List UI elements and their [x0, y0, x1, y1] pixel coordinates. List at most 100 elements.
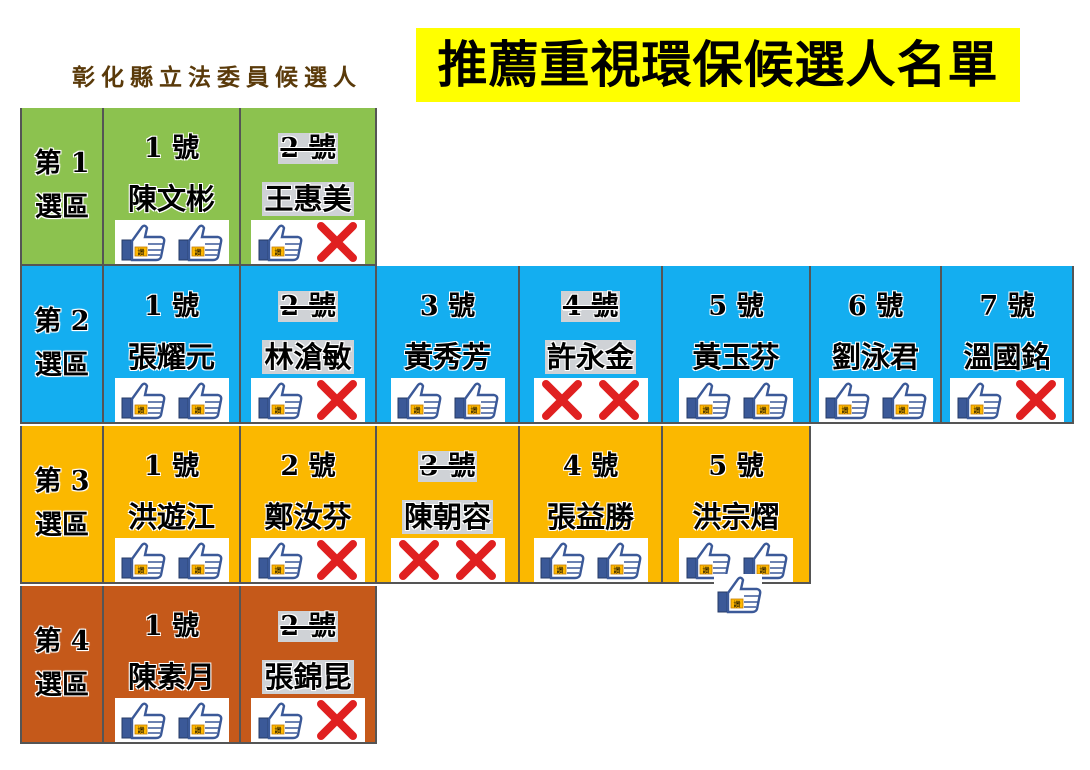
candidate-cell: 5 號黃玉芬讚讚	[663, 266, 811, 424]
candidate-cell: 2 號張錦昆讚	[241, 586, 377, 744]
thumbs-up-icon: 讚	[594, 540, 644, 580]
candidate-cell: 7 號溫國銘讚	[942, 266, 1074, 424]
candidate-name: 張益勝	[546, 500, 634, 534]
candidate-name: 洪遊江	[127, 500, 215, 534]
candidate-name: 洪宗熠	[692, 500, 780, 534]
svg-text:讚: 讚	[614, 566, 621, 575]
svg-text:讚: 讚	[702, 406, 709, 415]
thumbs-up-icon: 讚	[954, 380, 1004, 420]
svg-text:讚: 讚	[138, 566, 145, 575]
candidate-number: 1 號	[143, 133, 200, 164]
thumbs-up-icon: 讚	[118, 380, 168, 420]
district-number: 第 1	[34, 148, 90, 179]
candidate-number: 4 號	[562, 451, 619, 482]
candidate-name: 鄭汝芬	[264, 500, 352, 534]
candidate-cell: 1 號張耀元讚讚	[104, 266, 241, 424]
rating-icons: 讚	[950, 378, 1064, 422]
thumbs-up-icon: 讚	[255, 380, 305, 420]
svg-text:讚: 讚	[274, 248, 281, 257]
thumbs-up-icon: 讚	[118, 700, 168, 740]
thumbs-up-icon: 讚	[822, 380, 872, 420]
thumbs-up-icon: 讚	[175, 700, 225, 740]
candidate-cell: 1 號洪遊江讚讚	[104, 426, 241, 584]
thumbs-up-icon: 讚	[175, 380, 225, 420]
svg-text:讚: 讚	[195, 406, 202, 415]
svg-text:讚: 讚	[973, 406, 980, 415]
candidate-cell: 3 號黃秀芳讚讚	[377, 266, 520, 424]
thumbs-up-icon: 讚	[255, 700, 305, 740]
thumbs-up-icon: 讚	[175, 540, 225, 580]
rating-icons: 讚	[251, 378, 365, 422]
svg-text:讚: 讚	[274, 566, 281, 575]
rating-icons: 讚讚	[114, 378, 229, 422]
rating-icons	[390, 538, 505, 582]
candidate-number: 1 號	[143, 611, 200, 642]
candidate-cell: 1 號陳素月讚讚	[104, 586, 241, 744]
rating-icons	[533, 378, 648, 422]
svg-text:讚: 讚	[557, 566, 564, 575]
rating-icons: 讚讚	[114, 538, 229, 582]
district-number: 第 3	[34, 466, 90, 497]
candidate-name: 陳素月	[127, 660, 215, 694]
candidate-number: 2 號	[278, 611, 338, 642]
page-title: 推薦重視環保候選人名單	[416, 28, 1020, 102]
rating-icons: 讚讚	[679, 378, 793, 422]
thumbs-up-icon: 讚	[683, 540, 733, 580]
rating-icons: 讚讚	[533, 538, 648, 582]
thumbs-up-icon: 讚	[537, 540, 587, 580]
thumbs-up-icon: 讚	[175, 222, 225, 262]
district-number: 第 4	[34, 626, 90, 657]
candidate-number: 3 號	[417, 451, 478, 482]
thumbs-up-icon: 讚	[683, 380, 733, 420]
thumbs-up-icon: 讚	[118, 222, 168, 262]
district-number: 第 2	[34, 306, 90, 337]
candidate-number: 6 號	[847, 291, 904, 322]
thumbs-up-icon: 讚	[879, 380, 929, 420]
red-x-icon	[1011, 380, 1061, 420]
svg-text:讚: 讚	[471, 406, 478, 415]
candidate-number: 7 號	[979, 291, 1035, 322]
candidate-cell: 1 號陳文彬讚讚	[104, 108, 241, 266]
rating-icons: 讚	[251, 220, 365, 264]
red-x-icon	[537, 380, 587, 420]
candidate-cell: 6 號劉泳君讚讚	[811, 266, 942, 424]
svg-text:讚: 讚	[274, 726, 281, 735]
district-word: 選區	[35, 510, 89, 541]
candidate-cell: 2 號王惠美讚	[241, 108, 377, 266]
red-x-icon	[312, 380, 362, 420]
candidate-cell: 2 號林滄敏讚	[241, 266, 377, 424]
svg-text:讚: 讚	[759, 566, 766, 575]
rating-icons: 讚讚	[114, 698, 229, 742]
red-x-icon	[394, 540, 444, 580]
svg-text:讚: 讚	[195, 726, 202, 735]
candidate-name: 許永金	[544, 340, 636, 374]
rating-icons: 讚	[251, 698, 365, 742]
red-x-icon	[312, 540, 362, 580]
candidate-name: 張錦昆	[262, 660, 354, 694]
thumbs-up-icon: 讚	[740, 380, 790, 420]
district-word: 選區	[35, 670, 89, 701]
subtitle: 彰化縣立法委員候選人	[72, 64, 362, 91]
svg-text:讚: 讚	[138, 726, 145, 735]
candidate-name: 劉泳君	[831, 340, 919, 374]
red-x-icon	[451, 540, 501, 580]
candidate-number: 2 號	[278, 133, 338, 164]
candidate-cell: 2 號鄭汝芬讚	[241, 426, 377, 584]
thumbs-up-icon: 讚	[451, 380, 501, 420]
svg-text:讚: 讚	[274, 406, 281, 415]
candidate-cell: 3 號陳朝容	[377, 426, 520, 584]
svg-text:讚: 讚	[138, 406, 145, 415]
candidate-cell: 4 號張益勝讚讚	[520, 426, 663, 584]
svg-text:讚: 讚	[734, 600, 741, 609]
rating-icons: 讚	[251, 538, 365, 582]
candidate-number: 2 號	[280, 451, 336, 482]
rating-icons: 讚讚	[390, 378, 505, 422]
candidate-name: 張耀元	[127, 340, 215, 374]
district-label: 第 3 選區	[20, 426, 104, 584]
candidate-number: 1 號	[143, 291, 200, 322]
